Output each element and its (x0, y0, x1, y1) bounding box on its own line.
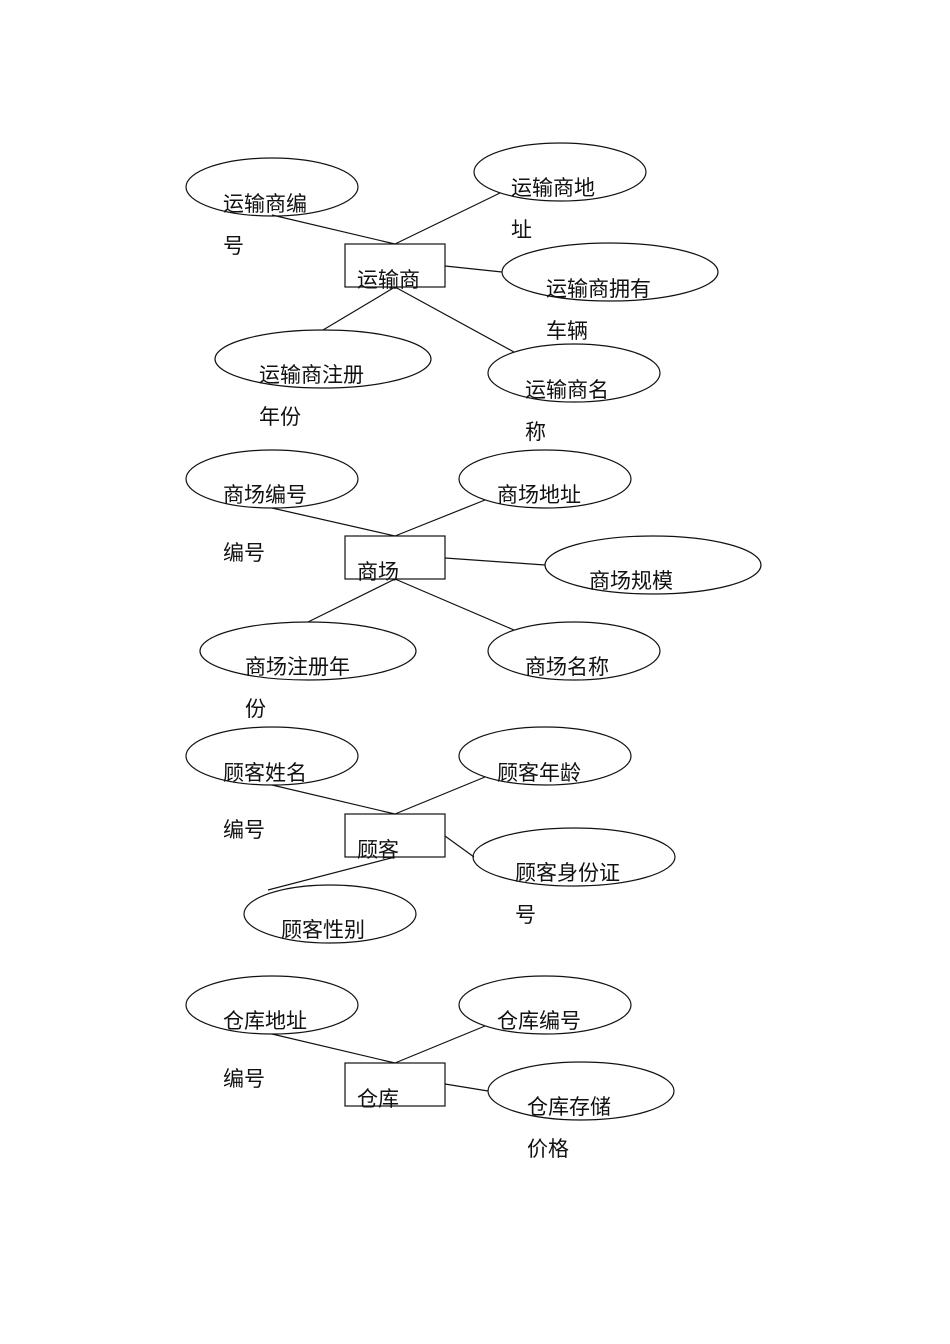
attribute-label: 号 (515, 903, 536, 927)
attribute-label: 顾客性别 (281, 918, 365, 942)
attribute-label: 顾客身份证 (515, 861, 620, 885)
attribute-ellipse (214, 329, 432, 389)
relationship-line (444, 265, 503, 273)
attribute-ellipse (185, 157, 359, 217)
attribute-label: 运输商编 (223, 192, 307, 216)
attribute-label: 编号 (223, 541, 265, 565)
attribute-label: 价格 (527, 1137, 569, 1161)
attribute-ellipse (185, 726, 359, 786)
attribute-label: 车辆 (546, 319, 588, 343)
relationship-line (444, 1083, 489, 1092)
relationship-line (394, 1025, 486, 1064)
entity-label: 商场 (357, 560, 399, 584)
relationship-line (322, 286, 396, 331)
attribute-label: 址 (511, 218, 532, 242)
attribute-label: 商场规模 (589, 569, 673, 593)
attribute-ellipse (243, 884, 417, 944)
relationship-line (271, 507, 396, 537)
attribute-ellipse (473, 142, 647, 202)
attribute-label: 运输商地 (511, 176, 595, 200)
attribute-ellipse (458, 726, 632, 786)
attribute-ellipse (185, 975, 359, 1035)
attribute-ellipse (199, 621, 417, 681)
attribute-label: 运输商名 (525, 378, 609, 402)
entity-label: 顾客 (357, 838, 399, 862)
entity-label: 运输商 (357, 268, 420, 292)
entity-box (344, 243, 446, 288)
attribute-label: 运输商拥有 (546, 277, 651, 301)
relationship-line (271, 214, 396, 245)
attribute-ellipse (458, 975, 632, 1035)
entity-box (344, 535, 446, 580)
relationship-line (394, 578, 515, 631)
relationship-line (394, 776, 486, 815)
relationship-line (394, 286, 515, 353)
attribute-ellipse (487, 1061, 675, 1121)
relationship-line (307, 578, 396, 623)
attribute-ellipse (487, 343, 661, 403)
relationship-line (444, 557, 546, 566)
attribute-ellipse (501, 242, 719, 302)
attribute-ellipse (472, 827, 676, 887)
attribute-label: 商场名称 (525, 655, 609, 679)
relationship-line (394, 499, 486, 537)
attribute-ellipse (544, 535, 762, 595)
attribute-label: 年份 (259, 405, 301, 429)
attribute-label: 运输商注册 (259, 363, 364, 387)
attribute-label: 顾客姓名 (223, 761, 307, 785)
relationship-line (271, 784, 396, 815)
attribute-label: 商场地址 (497, 483, 581, 507)
attribute-label: 编号 (223, 818, 265, 842)
attribute-ellipse (458, 449, 632, 509)
attribute-label: 编号 (223, 1067, 265, 1091)
attribute-label: 份 (245, 697, 266, 721)
entity-label: 仓库 (357, 1087, 399, 1111)
attribute-label: 顾客年龄 (497, 761, 581, 785)
attribute-label: 商场编号 (223, 483, 307, 507)
relationship-line (394, 192, 501, 245)
attribute-label: 称 (525, 420, 546, 444)
entity-box (344, 813, 446, 858)
attribute-label: 仓库存储 (527, 1095, 611, 1119)
relationship-line (267, 856, 396, 891)
attribute-label: 仓库编号 (497, 1009, 581, 1033)
attribute-label: 仓库地址 (223, 1009, 307, 1033)
attribute-ellipse (487, 621, 661, 681)
relationship-line (271, 1033, 396, 1064)
entity-box (344, 1062, 446, 1107)
attribute-ellipse (185, 449, 359, 509)
attribute-label: 商场注册年 (245, 655, 350, 679)
relationship-line (444, 835, 475, 858)
attribute-label: 号 (223, 234, 244, 258)
